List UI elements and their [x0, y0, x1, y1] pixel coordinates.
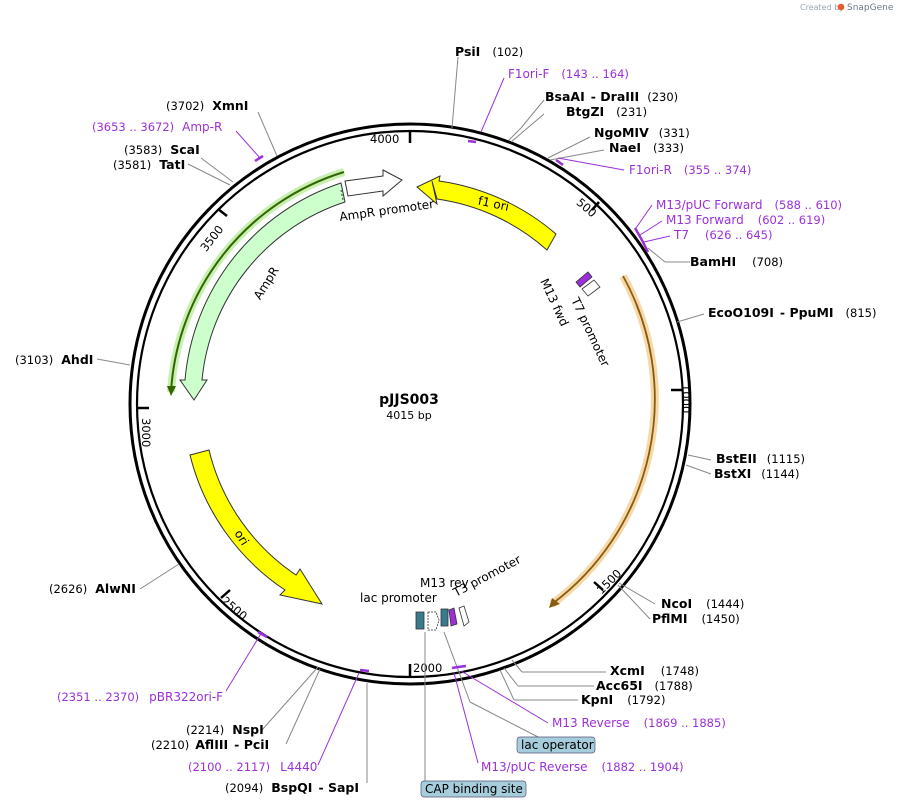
- primer-f1ori-r[interactable]: F1ori-R(355 .. 374): [629, 163, 751, 177]
- lac-operator-feature[interactable]: [440, 608, 449, 627]
- site-xmni[interactable]: (3702)XmnI: [166, 98, 248, 113]
- cap-binding-site-label[interactable]: CAP binding site: [425, 782, 523, 796]
- ampr-highlight-arc: [170, 171, 345, 393]
- tick-label-4000: 4000: [370, 132, 399, 146]
- tick-label-2500: 2500: [219, 594, 250, 624]
- site-naei[interactable]: NaeI(333): [609, 140, 684, 155]
- snapgene-logo-icon: [837, 3, 845, 11]
- site-scai[interactable]: (3583)ScaI: [124, 142, 200, 157]
- site-afliii-pcii[interactable]: (2210)AflIII- PciI: [151, 737, 269, 752]
- site-xcmi[interactable]: XcmI(1748): [610, 663, 699, 678]
- primer-l4440[interactable]: (2100 .. 2117)L4440: [188, 760, 317, 774]
- tick-label-500: 500: [574, 195, 600, 220]
- site-bsaai-draiii[interactable]: BsaAI- DraIII(230): [545, 89, 678, 104]
- primer-pbr322ori-f[interactable]: (2351 .. 2370)pBR322ori-F: [57, 690, 223, 704]
- primer-amp-r[interactable]: (3653 .. 3672)Amp-R: [92, 120, 222, 134]
- site-tati[interactable]: (3581)TatI: [113, 157, 185, 172]
- site-ahdi[interactable]: (3103)AhdI: [15, 352, 93, 367]
- site-acc65i[interactable]: Acc65I(1788): [596, 678, 693, 693]
- site-bamhi[interactable]: BamHI(708): [690, 254, 783, 269]
- primer-m13puc-reverse[interactable]: M13/pUC Reverse(1882 .. 1904): [481, 760, 684, 774]
- ampr-promoter-feature[interactable]: [344, 169, 403, 198]
- site-btgzi[interactable]: BtgZI(231): [566, 104, 647, 119]
- m13-fwd-label: M13 fwd: [537, 276, 571, 328]
- cap-binding-site-box: [420, 780, 527, 798]
- f1-ori-label: f1 ori: [477, 194, 511, 214]
- orf-arc: [551, 275, 656, 605]
- credit-brand: SnapGene: [847, 3, 894, 13]
- site-psii[interactable]: PsiI(102): [455, 44, 523, 59]
- scale-ticks: [137, 131, 683, 677]
- orf-highlight-band: [549, 274, 659, 608]
- primer-f1ori-f[interactable]: F1ori-F(143 .. 164): [508, 67, 629, 81]
- m13-rev-label: M13 rev: [420, 576, 469, 590]
- f1-ori-feature[interactable]: [416, 175, 557, 251]
- t7-promoter-feature[interactable]: [581, 279, 601, 297]
- t3-promoter-feature[interactable]: [458, 605, 470, 627]
- site-bsteii[interactable]: BstEII(1115): [716, 451, 805, 466]
- ampr-promoter-label: AmpR promoter: [338, 197, 434, 224]
- site-connectors: [96, 56, 712, 783]
- primer-m13puc-forward[interactable]: M13/pUC Forward(588 .. 610): [656, 198, 842, 212]
- site-alwni[interactable]: (2626)AlwNI: [49, 581, 136, 596]
- orf-arrow-head-icon: [549, 598, 560, 608]
- site-ncoi[interactable]: NcoI(1444): [661, 596, 744, 611]
- plasmid-name: pJJS003: [379, 392, 439, 408]
- ori-feature[interactable]: [189, 449, 324, 605]
- lac-operator-label[interactable]: lac operator: [521, 738, 594, 752]
- ampr-feature[interactable]: [179, 182, 346, 401]
- backbone-outer-ring: [128, 122, 692, 686]
- tick-label-1000: 1000: [679, 384, 693, 413]
- lac-promoter-feature[interactable]: [427, 611, 440, 631]
- lac-operator-box: [516, 736, 596, 754]
- tick-mark-3500: [217, 208, 228, 217]
- lac-promoter-label: lac promoter: [360, 591, 437, 605]
- tick-mark-1500: [593, 581, 604, 591]
- plasmid-length: 4015 bp: [386, 409, 431, 422]
- tick-label-2000: 2000: [413, 661, 442, 675]
- site-bspqi-sapi[interactable]: (2094)BspQI- SapI: [225, 780, 359, 795]
- site-pflmi[interactable]: PflMI(1450): [652, 611, 740, 626]
- tick-label-3000: 3000: [139, 418, 153, 447]
- site-ngomiv[interactable]: NgoMIV(331): [594, 125, 690, 140]
- m13-rev-feature[interactable]: [448, 607, 458, 627]
- tick-mark-500: [591, 201, 600, 211]
- primer-m13-forward[interactable]: M13 Forward(602 .. 619): [666, 213, 825, 227]
- site-ecoo109i-ppumi[interactable]: EcoO109I- PpuMI(815): [708, 305, 876, 320]
- m13-fwd-feature[interactable]: [575, 271, 593, 288]
- ampr-label: AmpR: [251, 264, 282, 302]
- primer-m13-reverse[interactable]: M13 Reverse(1869 .. 1885): [552, 716, 726, 730]
- cap-binding-site-feature[interactable]: [415, 611, 425, 630]
- primer-connectors: [225, 77, 671, 766]
- ampr-dashed-divider: [340, 189, 344, 201]
- ampr-highlight-arrow-icon: [167, 386, 176, 396]
- credit-text: Created by: [800, 3, 844, 12]
- site-bstxi[interactable]: BstXI(1144): [714, 466, 799, 481]
- site-nspi[interactable]: (2214)NspI: [186, 722, 264, 737]
- primer-t7[interactable]: T7(626 .. 645): [673, 228, 772, 242]
- site-kpni[interactable]: KpnI(1792): [581, 692, 665, 707]
- tick-mark-2500: [220, 589, 231, 599]
- t7-promoter-label: T7 promoter: [568, 294, 613, 368]
